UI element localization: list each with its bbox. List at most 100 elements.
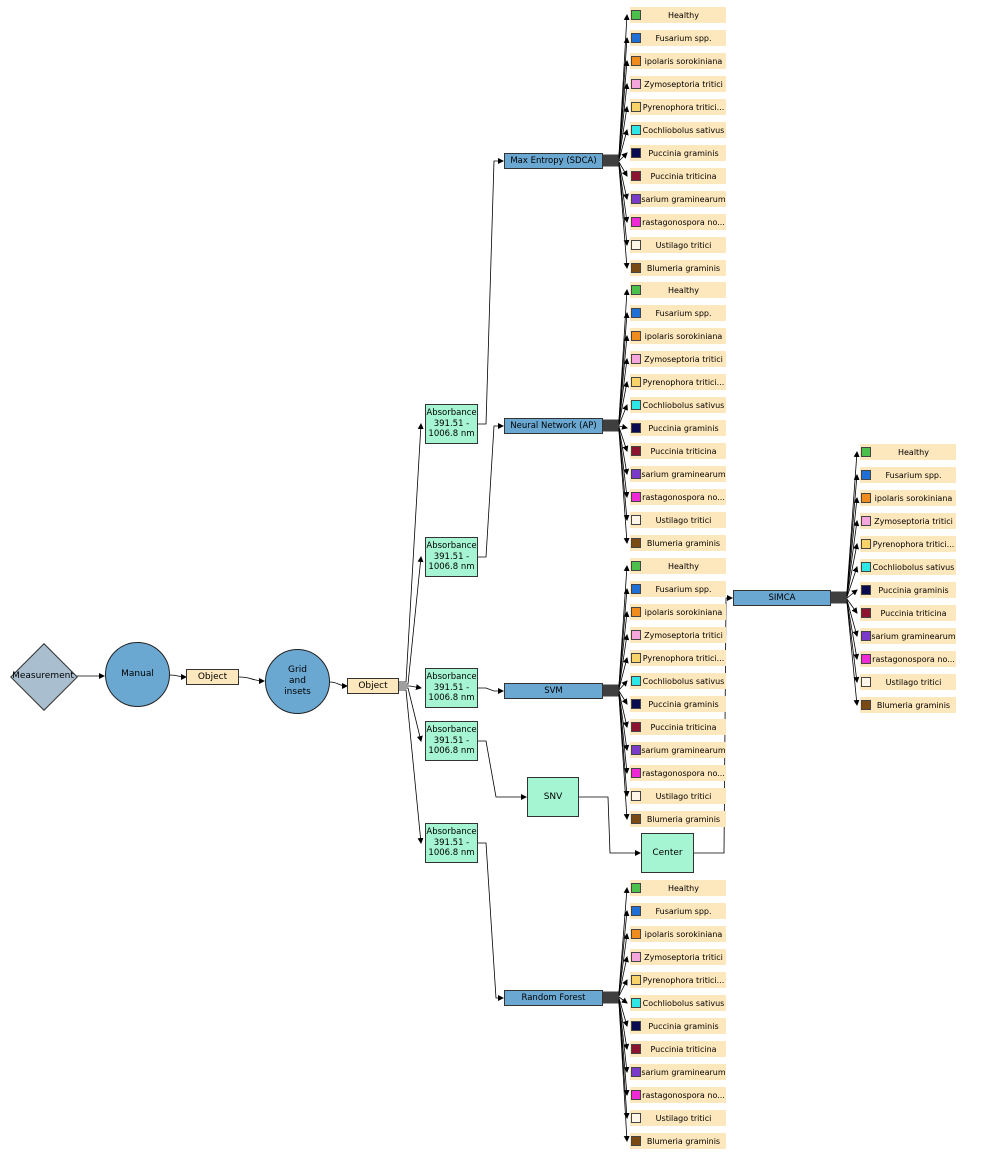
class-leaf-neural-network[interactable]: Healthy: [630, 282, 726, 298]
class-leaf-svm[interactable]: ipolaris sorokiniana: [630, 604, 726, 620]
class-leaf-neural-network[interactable]: Puccinia graminis: [630, 420, 726, 436]
class-connector: [831, 474, 860, 594]
class-leaf-max-entropy[interactable]: Healthy: [630, 7, 726, 23]
class-leaf-simca[interactable]: Zymoseptoria tritici: [860, 513, 956, 529]
class-connector: [831, 520, 860, 596]
class-leaf-simca[interactable]: Puccinia graminis: [860, 582, 956, 598]
class-leaf-simca[interactable]: ipolaris sorokiniana: [860, 490, 956, 506]
class-leaf-svm[interactable]: Blumeria graminis: [630, 811, 726, 827]
center-node[interactable]: Center: [641, 833, 694, 873]
class-leaf-random-forest[interactable]: Pyrenophora tritici...: [630, 972, 726, 988]
class-leaf-simca[interactable]: Puccinia triticina: [860, 605, 956, 621]
model-neural-network[interactable]: Neural Network (AP): [504, 418, 603, 434]
measurement-node[interactable]: Measurement: [10, 643, 78, 711]
object-node-2[interactable]: Object: [347, 678, 399, 694]
model-label-svm: SVM: [544, 685, 563, 696]
class-leaf-svm[interactable]: sarium graminearum: [630, 742, 726, 758]
class-label: Ustilago tritici: [655, 515, 712, 525]
class-color-swatch: [631, 1090, 641, 1100]
class-color-swatch: [631, 1067, 641, 1077]
absorbance-node-1[interactable]: Absorbance 391.51 - 1006.8 nm: [425, 404, 478, 444]
class-leaf-random-forest[interactable]: Puccinia graminis: [630, 1018, 726, 1034]
class-leaf-neural-network[interactable]: Zymoseptoria tritici: [630, 351, 726, 367]
class-leaf-simca[interactable]: Cochliobolus sativus: [860, 559, 956, 575]
class-leaf-neural-network[interactable]: Blumeria graminis: [630, 535, 726, 551]
class-leaf-svm[interactable]: Zymoseptoria tritici: [630, 627, 726, 643]
class-leaf-max-entropy[interactable]: Zymoseptoria tritici: [630, 76, 726, 92]
class-leaf-random-forest[interactable]: Blumeria graminis: [630, 1133, 726, 1149]
manual-node[interactable]: Manual: [105, 642, 170, 707]
class-label: Healthy: [667, 561, 699, 571]
class-color-swatch: [631, 791, 641, 801]
class-label: Zymoseptoria tritici: [644, 79, 723, 89]
snv-node[interactable]: SNV: [527, 777, 579, 817]
class-label: Pyrenophora tritici...: [642, 377, 725, 387]
class-leaf-neural-network[interactable]: Pyrenophora tritici...: [630, 374, 726, 390]
class-label: Zymoseptoria tritici: [644, 630, 723, 640]
class-leaf-max-entropy[interactable]: ipolaris sorokiniana: [630, 53, 726, 69]
class-leaf-max-entropy[interactable]: Ustilago tritici: [630, 237, 726, 253]
model-simca[interactable]: SIMCA: [733, 590, 831, 606]
class-leaf-random-forest[interactable]: sarium graminearum: [630, 1064, 726, 1080]
class-leaf-max-entropy[interactable]: Pyrenophora tritici...: [630, 99, 726, 115]
class-label: Puccinia triticina: [650, 171, 717, 181]
class-label: sarium graminearum: [871, 631, 956, 641]
object-to-absorbance-3: [399, 684, 422, 691]
class-leaf-simca[interactable]: sarium graminearum: [860, 628, 956, 644]
class-leaf-svm[interactable]: Fusarium spp.: [630, 581, 726, 597]
absorbance-node-4[interactable]: Absorbance 391.51 - 1006.8 nm: [425, 721, 478, 761]
measurement-label: Measurement: [12, 670, 74, 681]
class-leaf-neural-network[interactable]: Puccinia triticina: [630, 443, 726, 459]
class-leaf-random-forest[interactable]: Puccinia triticina: [630, 1041, 726, 1057]
class-leaf-random-forest[interactable]: Cochliobolus sativus: [630, 995, 726, 1011]
class-leaf-neural-network[interactable]: sarium graminearum: [630, 466, 726, 482]
class-leaf-random-forest[interactable]: Fusarium spp.: [630, 903, 726, 919]
class-leaf-simca[interactable]: Fusarium spp.: [860, 467, 956, 483]
class-leaf-neural-network[interactable]: Cochliobolus sativus: [630, 397, 726, 413]
model-svm[interactable]: SVM: [504, 683, 603, 699]
model-random-forest[interactable]: Random Forest: [504, 990, 603, 1006]
absorbance-node-3[interactable]: Absorbance 391.51 - 1006.8 nm: [425, 668, 478, 708]
class-leaf-simca[interactable]: rastagonospora no...: [860, 651, 956, 667]
class-leaf-max-entropy[interactable]: sarium graminearum: [630, 191, 726, 207]
class-leaf-random-forest[interactable]: rastagonospora no...: [630, 1087, 726, 1103]
class-leaf-simca[interactable]: Ustilago tritici: [860, 674, 956, 690]
class-leaf-svm[interactable]: Pyrenophora tritici...: [630, 650, 726, 666]
class-leaf-random-forest[interactable]: Zymoseptoria tritici: [630, 949, 726, 965]
class-leaf-svm[interactable]: Puccinia triticina: [630, 719, 726, 735]
class-leaf-svm[interactable]: Healthy: [630, 558, 726, 574]
grid-insets-node[interactable]: Grid and insets: [265, 649, 330, 714]
class-leaf-simca[interactable]: Blumeria graminis: [860, 697, 956, 713]
class-connector: [603, 129, 629, 161]
object-node-1[interactable]: Object: [186, 669, 239, 685]
class-label: Healthy: [897, 447, 929, 457]
absorbance-node-5[interactable]: Absorbance 391.51 - 1006.8 nm: [425, 823, 478, 863]
class-color-swatch: [631, 975, 641, 985]
class-leaf-random-forest[interactable]: ipolaris sorokiniana: [630, 926, 726, 942]
class-leaf-random-forest[interactable]: Ustilago tritici: [630, 1110, 726, 1126]
class-connector: [603, 423, 628, 430]
class-leaf-svm[interactable]: rastagonospora no...: [630, 765, 726, 781]
class-leaf-max-entropy[interactable]: rastagonospora no...: [630, 214, 726, 230]
class-label: Fusarium spp.: [655, 584, 712, 594]
class-leaf-neural-network[interactable]: ipolaris sorokiniana: [630, 328, 726, 344]
class-leaf-max-entropy[interactable]: Cochliobolus sativus: [630, 122, 726, 138]
class-leaf-svm[interactable]: Ustilago tritici: [630, 788, 726, 804]
absorbance-node-2[interactable]: Absorbance 391.51 - 1006.8 nm: [425, 537, 478, 577]
model-max-entropy[interactable]: Max Entropy (SDCA): [504, 153, 603, 169]
class-leaf-svm[interactable]: Puccinia graminis: [630, 696, 726, 712]
class-color-swatch: [631, 125, 641, 135]
class-leaf-max-entropy[interactable]: Puccinia graminis: [630, 145, 726, 161]
class-leaf-random-forest[interactable]: Healthy: [630, 880, 726, 896]
class-connector: [603, 979, 628, 997]
class-connector: [603, 162, 629, 200]
class-leaf-max-entropy[interactable]: Puccinia triticina: [630, 168, 726, 184]
class-leaf-neural-network[interactable]: Fusarium spp.: [630, 305, 726, 321]
class-leaf-simca[interactable]: Pyrenophora tritici...: [860, 536, 956, 552]
class-leaf-neural-network[interactable]: Ustilago tritici: [630, 512, 726, 528]
class-leaf-max-entropy[interactable]: Blumeria graminis: [630, 260, 726, 276]
class-leaf-max-entropy[interactable]: Fusarium spp.: [630, 30, 726, 46]
class-leaf-simca[interactable]: Healthy: [860, 444, 956, 460]
class-leaf-svm[interactable]: Cochliobolus sativus: [630, 673, 726, 689]
class-leaf-neural-network[interactable]: rastagonospora no...: [630, 489, 726, 505]
